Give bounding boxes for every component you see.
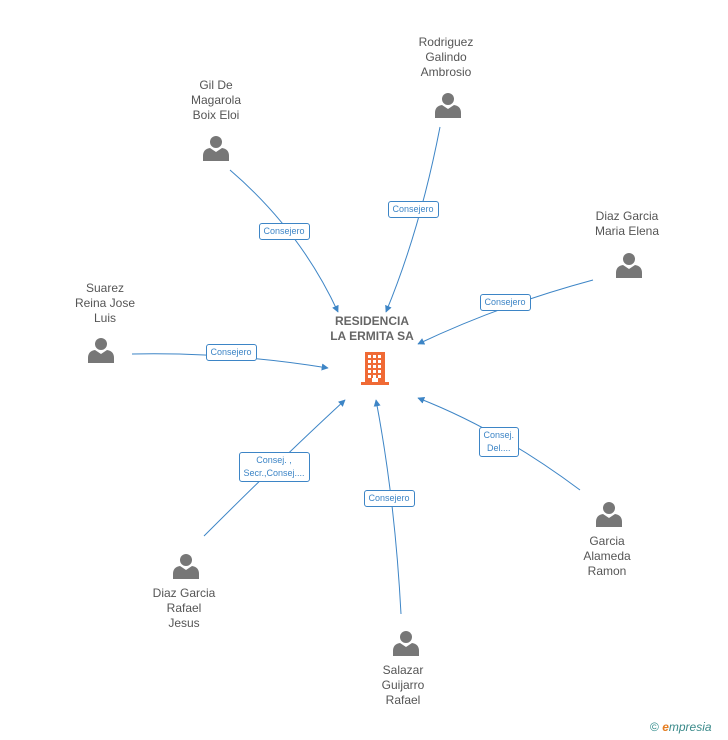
person-icon[interactable] [88,338,114,363]
company-name[interactable]: RESIDENCIA LA ERMITA SA [330,314,414,343]
person-name-salazar[interactable]: Salazar Guijarro Rafael [381,663,425,707]
relation-label-suarez[interactable]: Consejero [205,343,257,361]
person-icon[interactable] [203,136,229,161]
relation-label-salazar[interactable]: Consejero [363,489,415,507]
relation-label-diazmaria[interactable]: Consejero [479,293,531,311]
person-icon[interactable] [173,554,199,579]
relation-label-gil[interactable]: Consejero [258,222,310,240]
person-icon[interactable] [435,93,461,118]
person-name-diazmaria[interactable]: Diaz Garcia Maria Elena [594,209,660,238]
person-name-diazrafael[interactable]: Diaz Garcia Rafael Jesus [152,586,216,630]
person-name-gil[interactable]: Gil De Magarola Boix Eloi [190,78,242,122]
person-icon[interactable] [393,631,419,656]
relation-label-rodriguez[interactable]: Consejero [387,200,439,218]
brand-logo-e: e [662,720,669,734]
company-node[interactable] [361,352,389,385]
person-name-suarez[interactable]: Suarez Reina Jose Luis [74,281,136,325]
copyright-icon: © [650,720,659,734]
person-name-rodriguez[interactable]: Rodriguez Galindo Ambrosio [418,35,474,79]
relation-label-garcia[interactable]: Consej. Del.... [478,427,520,457]
edge-salazar [373,399,402,615]
footer-brand: © empresia [650,720,712,734]
building-icon[interactable] [361,352,389,385]
person-name-garcia[interactable]: Garcia Alameda Ramon [583,534,631,578]
edge-gil [229,169,339,313]
edge-diazmaria [417,279,594,345]
brand-logo-text: mpresia [668,720,712,734]
person-icon[interactable] [616,253,642,278]
relation-label-diazrafael[interactable]: Consej. , Secr.,Consej.... [238,452,310,482]
person-icon[interactable] [596,502,622,527]
edge-rodriguez [385,126,441,313]
